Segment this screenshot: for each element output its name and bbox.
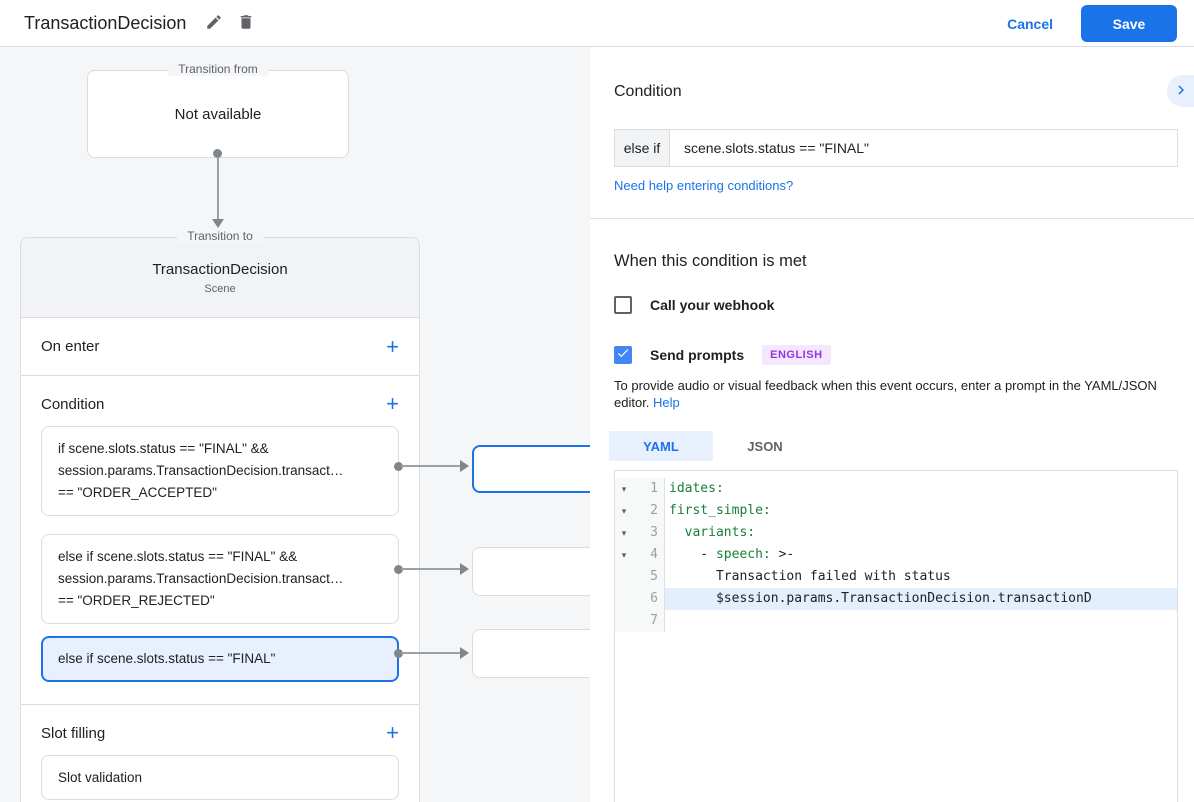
transition-from-legend: Transition from: [168, 62, 268, 76]
code-line: ▾3 variants:: [615, 522, 1177, 544]
transition-to-legend: Transition to: [177, 229, 263, 243]
save-button[interactable]: Save: [1081, 5, 1177, 42]
description-text: editor.: [614, 395, 650, 410]
delete-scene-button[interactable]: [230, 7, 262, 39]
code-line: ▾4 - speech: >-: [615, 544, 1177, 566]
add-on-enter-button[interactable]: +: [386, 333, 399, 359]
condition-section: Condition + if scene.slots.status == "FI…: [21, 376, 419, 705]
fold-arrow-icon[interactable]: ▾: [621, 550, 627, 560]
slot-filling-section: Slot filling + Slot validation: [21, 705, 419, 802]
line-number: 2: [650, 503, 658, 518]
condition-line: else if scene.slots.status == "FINAL": [58, 651, 276, 666]
condition-input-group: else if: [614, 129, 1178, 167]
tab-json[interactable]: JSON: [747, 438, 783, 454]
slot-validation-card[interactable]: Slot validation: [41, 755, 399, 800]
slot-filling-label: Slot filling: [41, 724, 106, 742]
page-title: TransactionDecision: [24, 12, 187, 33]
webhook-row: Call your webhook: [614, 296, 774, 314]
connector-line: [401, 568, 460, 570]
add-slot-button[interactable]: +: [386, 720, 399, 745]
connector-line: [401, 652, 460, 654]
flow-canvas: Transition from Not available Transition…: [0, 47, 590, 802]
send-prompts-row: Send prompts ENGLISH: [614, 345, 831, 365]
line-number: 4: [650, 547, 658, 562]
send-prompts-checkbox[interactable]: [614, 346, 632, 364]
condition-prefix: else if: [615, 130, 670, 166]
line-number: 3: [650, 525, 658, 540]
fold-arrow-icon[interactable]: ▾: [621, 484, 627, 494]
condition-line: session.params.TransactionDecision.trans…: [58, 463, 344, 478]
condition-line: session.params.TransactionDecision.trans…: [58, 571, 344, 586]
yaml-code-editor[interactable]: ▾1 idates: ▾2 first_simple: ▾3 variants:…: [614, 470, 1178, 802]
prompt-target-box-2[interactable]: [472, 547, 590, 596]
line-number: 1: [650, 481, 658, 496]
fold-arrow-icon[interactable]: ▾: [621, 506, 627, 516]
on-enter-label: On enter: [41, 338, 100, 355]
code-line: 7: [615, 610, 1177, 632]
connector-line: [217, 157, 219, 219]
call-webhook-label: Call your webhook: [650, 297, 775, 313]
arrow-right-icon: [460, 563, 469, 575]
transition-from-value: Not available: [174, 105, 262, 123]
arrow-right-icon: [460, 460, 469, 472]
connector-line: [401, 465, 460, 467]
connector-dot: [213, 149, 222, 158]
call-webhook-checkbox[interactable]: [614, 296, 632, 314]
collapse-panel-button[interactable]: [1167, 75, 1194, 107]
connector-dot: [394, 565, 403, 574]
description-text: To provide audio or visual feedback when…: [614, 378, 1157, 393]
code-line: ▾2 first_simple:: [615, 500, 1177, 522]
conditions-help-link[interactable]: Need help entering conditions?: [614, 178, 794, 193]
condition-card-accepted[interactable]: if scene.slots.status == "FINAL" && sess…: [41, 426, 399, 516]
when-condition-title: When this condition is met: [614, 252, 807, 270]
panel-title: Condition: [614, 83, 682, 100]
condition-card-rejected[interactable]: else if scene.slots.status == "FINAL" &&…: [41, 534, 399, 624]
send-prompts-label: Send prompts: [650, 347, 745, 363]
code-line: 5 Transaction failed with status: [615, 566, 1177, 588]
prompt-target-box-1[interactable]: [472, 445, 590, 493]
fold-arrow-icon[interactable]: ▾: [621, 528, 627, 538]
condition-card-final-selected[interactable]: else if scene.slots.status == "FINAL": [41, 636, 399, 682]
arrow-right-icon: [460, 647, 469, 659]
topbar-actions: Cancel Save: [1007, 0, 1177, 47]
line-number: 7: [650, 613, 658, 628]
prompt-target-box-3[interactable]: [472, 629, 590, 678]
divider: [590, 218, 1194, 219]
condition-line: == "ORDER_ACCEPTED": [58, 485, 217, 500]
tab-yaml[interactable]: YAML: [609, 431, 713, 461]
condition-detail-panel: Condition else if Need help entering con…: [590, 47, 1194, 802]
condition-line: if scene.slots.status == "FINAL" &&: [58, 441, 269, 456]
condition-section-label: Condition: [41, 395, 105, 413]
connector-dot: [394, 462, 403, 471]
editor-tabs: YAML JSON: [609, 431, 817, 461]
edit-name-button[interactable]: [198, 7, 230, 39]
scene-header[interactable]: TransactionDecision Scene: [21, 238, 419, 318]
condition-line: else if scene.slots.status == "FINAL" &&: [58, 549, 298, 564]
transition-from-box[interactable]: Transition from Not available: [87, 62, 349, 158]
chevron-right-icon: [1172, 81, 1190, 102]
cancel-button[interactable]: Cancel: [1007, 15, 1053, 32]
check-icon: [616, 346, 630, 365]
top-bar: TransactionDecision Cancel Save: [0, 0, 1194, 47]
condition-line: == "ORDER_REJECTED": [58, 593, 215, 608]
trash-icon: [237, 13, 255, 34]
code-line: ▾1 idates:: [615, 478, 1177, 500]
language-badge: ENGLISH: [762, 345, 831, 365]
slot-validation-label: Slot validation: [58, 770, 143, 785]
transition-to-card: Transition to TransactionDecision Scene …: [20, 229, 420, 802]
connector-dot: [394, 649, 403, 658]
help-link[interactable]: Help: [653, 395, 680, 410]
prompt-description: To provide audio or visual feedback when…: [614, 377, 1174, 411]
scene-type-label: Scene: [204, 282, 236, 295]
pencil-icon: [205, 13, 223, 34]
code-line-highlighted: 6 $session.params.TransactionDecision.tr…: [615, 588, 1177, 610]
condition-expression-input[interactable]: [670, 130, 1177, 166]
arrow-down-icon: [212, 219, 224, 228]
on-enter-section: On enter +: [21, 318, 419, 376]
add-condition-button[interactable]: +: [386, 391, 399, 416]
line-number: 6: [650, 591, 658, 606]
scene-name: TransactionDecision: [152, 260, 288, 278]
line-number: 5: [650, 569, 658, 584]
